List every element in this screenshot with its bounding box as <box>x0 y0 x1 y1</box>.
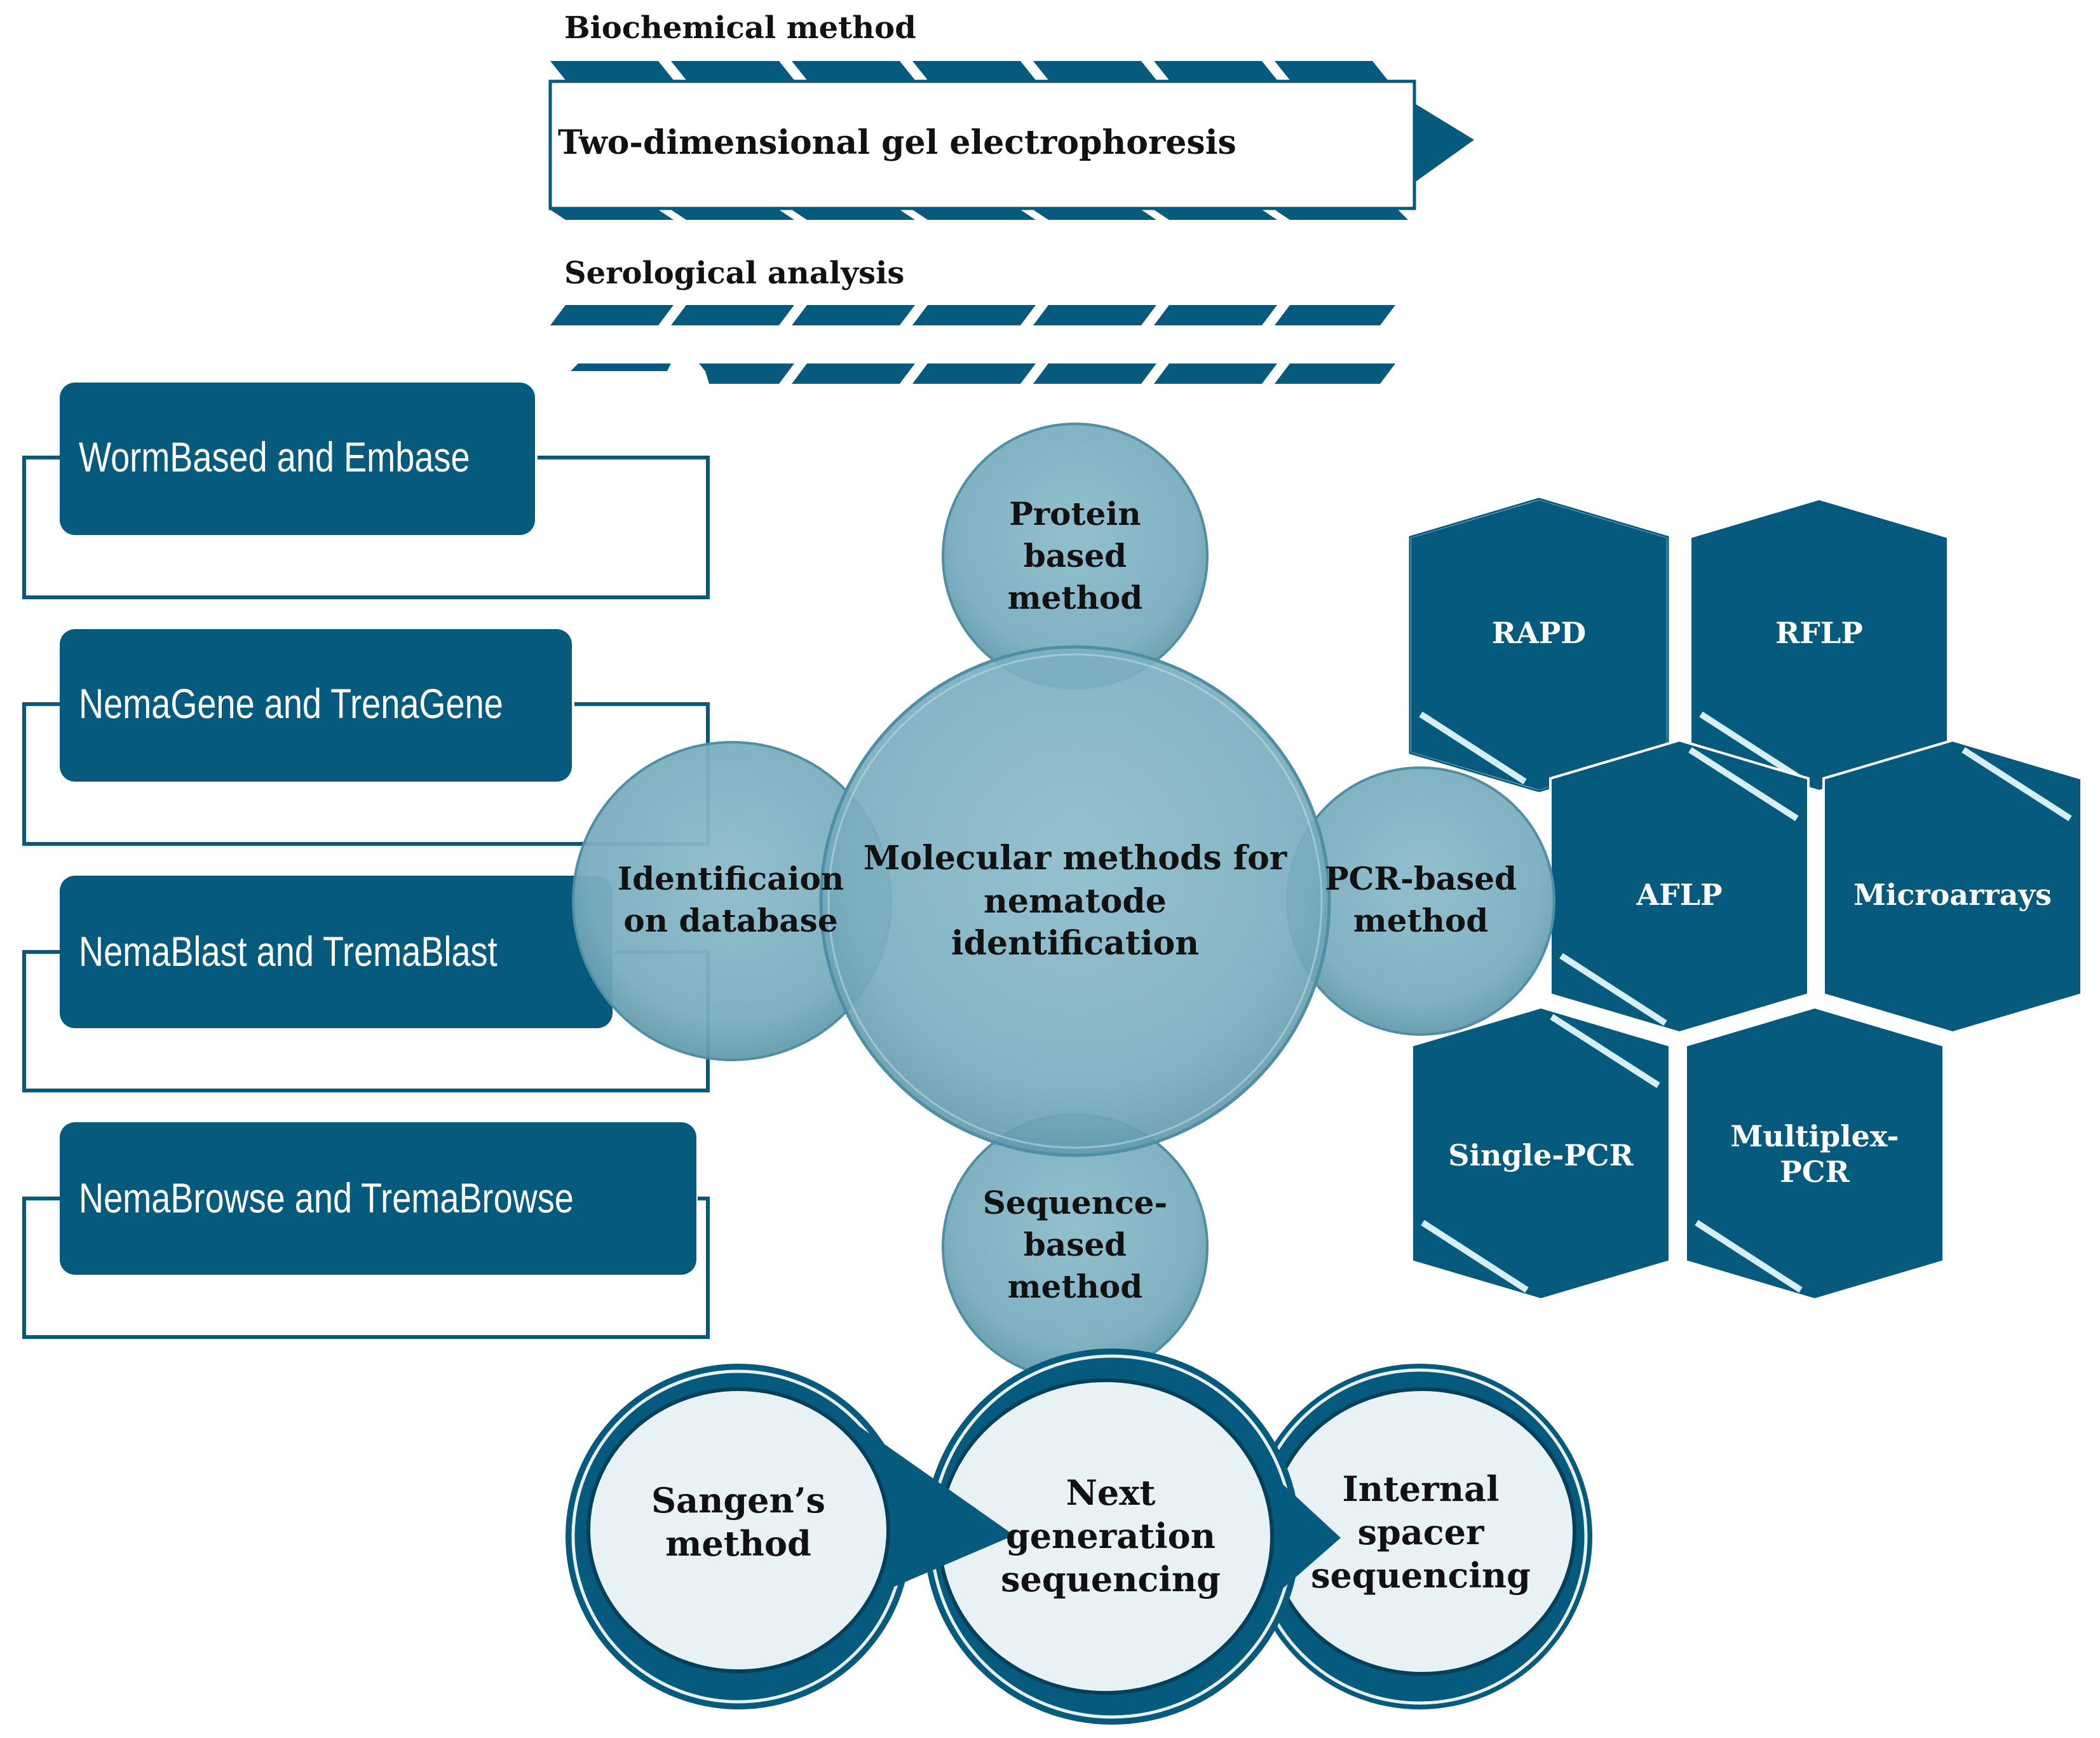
pcr-label-line1: PCR-based <box>1325 860 1517 897</box>
database-label-line2: on database <box>623 902 837 939</box>
hexagon-aflp <box>1549 738 1810 1035</box>
its-label-line1: Internal <box>1342 1469 1499 1509</box>
protein-label-line2: based <box>1024 537 1127 574</box>
central-hub: Molecular methods for nematode identific… <box>572 423 1555 1380</box>
gel-electrophoresis-label: Two-dimensional gel electrophoresis <box>558 123 1236 162</box>
biochemical-method-label: Biochemical method <box>564 10 916 46</box>
stripe-row-4 <box>571 363 1395 384</box>
sequence-label-line2: based <box>1024 1226 1127 1263</box>
sequencing-node-internal-spacer <box>1247 1364 1592 1709</box>
center-label-line1: Molecular methods for <box>864 839 1287 878</box>
center-label-line2: nematode <box>984 882 1167 921</box>
hexagon-label-rapd: RAPD <box>1492 616 1586 650</box>
hexagon-rapd <box>1409 497 1669 793</box>
sequencing-node-sanger <box>566 1364 1014 1709</box>
hexagon-label-microarrays: Microarrays <box>1853 878 2052 912</box>
database-label-wormbase: WormBased and Embase <box>79 433 470 480</box>
hexagon-single-pcr <box>1411 1005 1671 1301</box>
gel-arrow-head <box>1414 103 1474 183</box>
database-label-nemagene: NemaGene and TrenaGene <box>79 680 503 727</box>
biochemical-section: Biochemical method Two-dimensional gel e… <box>548 10 1474 384</box>
hexagon-label-multiplex-pcr-line2: PCR <box>1780 1155 1850 1189</box>
serological-analysis-label: Serological analysis <box>564 255 904 291</box>
database-item-wormbase: WormBased and Embase <box>22 383 710 599</box>
stripe-row-1 <box>550 61 1388 80</box>
sequence-label-line1: Sequence- <box>983 1184 1167 1221</box>
ngs-label-line3: sequencing <box>1001 1559 1221 1599</box>
database-item-nemagene: NemaGene and TrenaGene <box>22 629 710 846</box>
protein-label-line3: method <box>1008 579 1142 616</box>
central-circle <box>819 645 1331 1157</box>
sanger-label-line2: method <box>665 1523 811 1564</box>
hexagon-label-rflp: RFLP <box>1775 616 1863 650</box>
its-label-line3: sequencing <box>1311 1555 1531 1596</box>
pcr-methods-grid: RAPD RFLP AFLP Microarrays Single-PCR Mu… <box>1409 497 2083 1301</box>
database-list: WormBased and Embase NemaGene and TrenaG… <box>22 383 710 1339</box>
hexagon-label-single-pcr: Single-PCR <box>1448 1138 1634 1172</box>
database-item-nemabrowse: NemaBrowse and TremaBrowse <box>22 1122 710 1339</box>
center-label-line3: identification <box>951 924 1199 963</box>
protein-label-line1: Protein <box>1009 495 1141 533</box>
hexagon-rflp <box>1689 497 1949 793</box>
database-label-nemabrowse: NemaBrowse and TremaBrowse <box>79 1174 574 1221</box>
stripe-row-3 <box>550 305 1395 325</box>
sequence-label-line3: method <box>1008 1268 1142 1305</box>
ngs-label-line2: generation <box>1006 1516 1216 1556</box>
database-label-nemablast: NemaBlast and TremaBlast <box>79 928 498 975</box>
stripe-row-2 <box>550 210 1408 220</box>
ngs-label-line1: Next <box>1066 1472 1156 1513</box>
pcr-label-line2: method <box>1353 902 1488 939</box>
hexagon-label-multiplex-pcr-line1: Multiplex- <box>1730 1119 1899 1153</box>
gel-electrophoresis-box <box>548 79 1416 210</box>
hexagon-microarrays <box>1822 738 2083 1035</box>
sequencing-node-next-generation <box>924 1348 1341 1725</box>
hexagon-multiplex-pcr <box>1684 1005 1945 1301</box>
hexagon-label-aflp: AFLP <box>1636 878 1722 912</box>
sanger-label-line1: Sangen’s <box>651 1480 825 1521</box>
its-label-line2: spacer <box>1358 1512 1484 1552</box>
database-label-line1: Identificaion <box>618 860 844 897</box>
sequencing-flow: Sangen’s method Next generation sequenci… <box>566 1348 1592 1725</box>
